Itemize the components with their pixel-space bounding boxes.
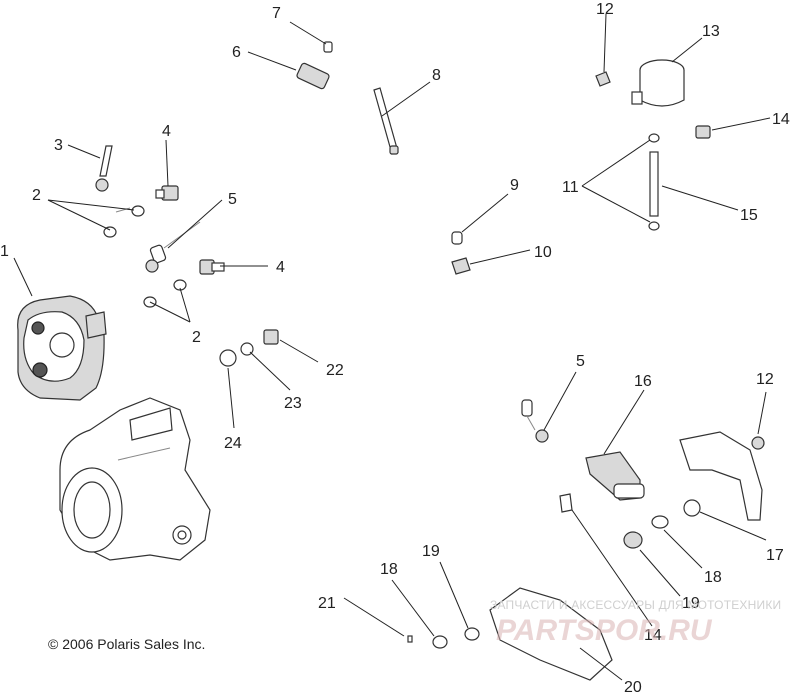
callout-18: 18 xyxy=(704,569,722,586)
part-bolt-middle xyxy=(199,259,225,275)
callout-15: 15 xyxy=(740,207,758,224)
copyright-notice: © 2006 Polaris Sales Inc. xyxy=(48,636,206,652)
callout-4: 4 xyxy=(162,123,171,140)
callout-14: 14 xyxy=(772,111,790,128)
part-master-cylinder xyxy=(595,59,711,231)
callout-20: 20 xyxy=(624,679,642,693)
callout-14b: 14 xyxy=(644,627,662,644)
part-caliper xyxy=(17,295,107,401)
callout-22: 22 xyxy=(326,362,344,379)
callout-2: 2 xyxy=(32,187,41,204)
callout-12: 12 xyxy=(596,1,614,18)
part-brake-line xyxy=(145,221,201,273)
callout-16: 16 xyxy=(634,373,652,390)
callout-1: 1 xyxy=(0,243,9,260)
part-lower-bracket xyxy=(407,587,613,681)
callout-19: 19 xyxy=(682,595,700,612)
part-banjo-fitting xyxy=(296,41,333,90)
callout-11: 11 xyxy=(562,179,579,196)
callout-9: 9 xyxy=(510,177,519,194)
callout-17: 17 xyxy=(766,547,784,564)
callout-18b: 18 xyxy=(380,561,398,578)
callout-23: 23 xyxy=(284,395,302,412)
part-bolt-washers-right xyxy=(219,329,279,367)
part-rear-line xyxy=(521,399,549,443)
part-washers-lower xyxy=(143,279,187,308)
callout-24: 24 xyxy=(224,435,242,452)
part-washers-upper xyxy=(103,205,145,238)
part-bolt-upper xyxy=(155,185,179,201)
callout-12b: 12 xyxy=(756,371,774,388)
part-pin xyxy=(373,87,399,155)
part-knuckle xyxy=(59,397,211,561)
watermark-logo: PARTSPOR.RU xyxy=(496,614,713,647)
callout-5: 5 xyxy=(228,191,237,208)
leader-lines xyxy=(13,13,771,681)
callout-8: 8 xyxy=(432,67,441,84)
callout-4b: 4 xyxy=(276,259,285,276)
callout-19b: 19 xyxy=(422,543,440,560)
callout-6: 6 xyxy=(232,44,241,61)
callout-2b: 2 xyxy=(192,329,201,346)
callout-10: 10 xyxy=(534,244,552,261)
callout-21: 21 xyxy=(318,595,336,612)
callout-5b: 5 xyxy=(576,353,585,370)
callout-7: 7 xyxy=(272,5,281,22)
callout-3: 3 xyxy=(54,137,63,154)
watermark-caption: ЗАПЧАСТИ И АКСЕССУАРЫ ДЛЯ МОТОТЕХНИКИ xyxy=(490,598,782,612)
part-bleeder xyxy=(95,145,113,192)
part-bleeder-screw xyxy=(451,231,471,275)
callout-13: 13 xyxy=(702,23,720,40)
part-rear-master xyxy=(559,431,765,549)
